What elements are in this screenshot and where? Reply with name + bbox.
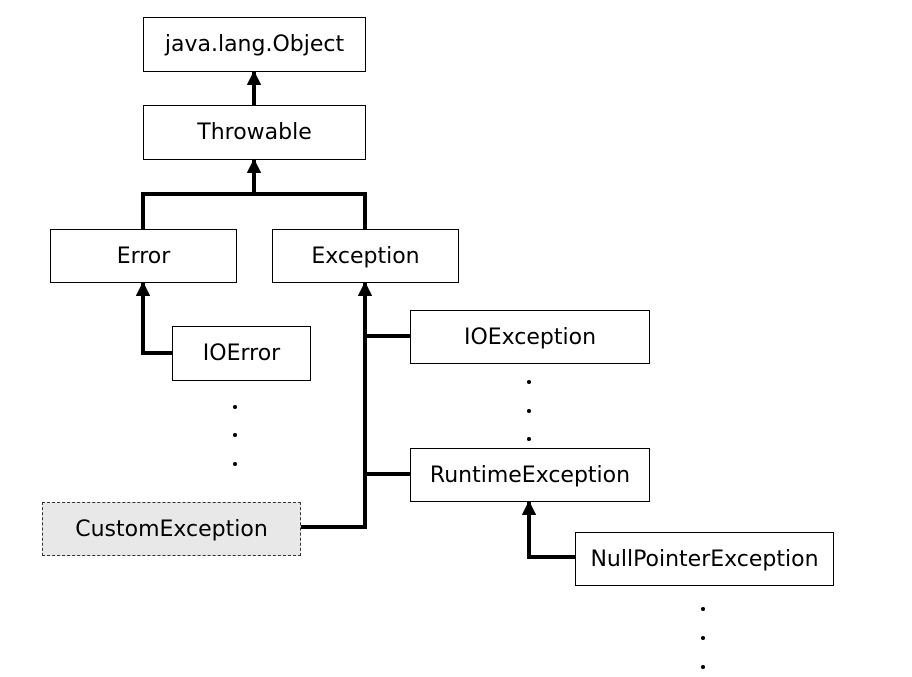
npe-ellipsis-dot bbox=[701, 636, 705, 640]
npe-to-runtime-arrow bbox=[521, 500, 575, 559]
node-null-pointer-exception: NullPointerException bbox=[575, 532, 834, 586]
ioexception-ellipsis-dot bbox=[527, 437, 531, 441]
node-ioexception: IOException bbox=[410, 310, 650, 364]
node-throwable: Throwable bbox=[143, 105, 366, 160]
npe-ellipsis-dot bbox=[701, 607, 705, 611]
ioexception-ellipsis-dot bbox=[527, 380, 531, 384]
error-to-throwable-line bbox=[141, 192, 254, 229]
ioerror-ellipsis-dot bbox=[233, 433, 237, 437]
node-custom-exception: CustomException bbox=[42, 502, 301, 556]
npe-ellipsis-dot bbox=[701, 665, 705, 669]
ioexception-ellipsis-dot bbox=[527, 409, 531, 413]
node-error: Error bbox=[50, 229, 237, 283]
node-runtime-exception: RuntimeException bbox=[410, 448, 650, 502]
ioerror-to-error-arrow bbox=[135, 281, 172, 355]
ioerror-ellipsis-dot bbox=[233, 405, 237, 409]
node-object: java.lang.Object bbox=[143, 17, 366, 72]
node-ioerror: IOError bbox=[172, 326, 311, 381]
exception-to-throwable-line bbox=[254, 192, 367, 229]
node-exception: Exception bbox=[272, 229, 459, 283]
ioerror-ellipsis-dot bbox=[233, 462, 237, 466]
